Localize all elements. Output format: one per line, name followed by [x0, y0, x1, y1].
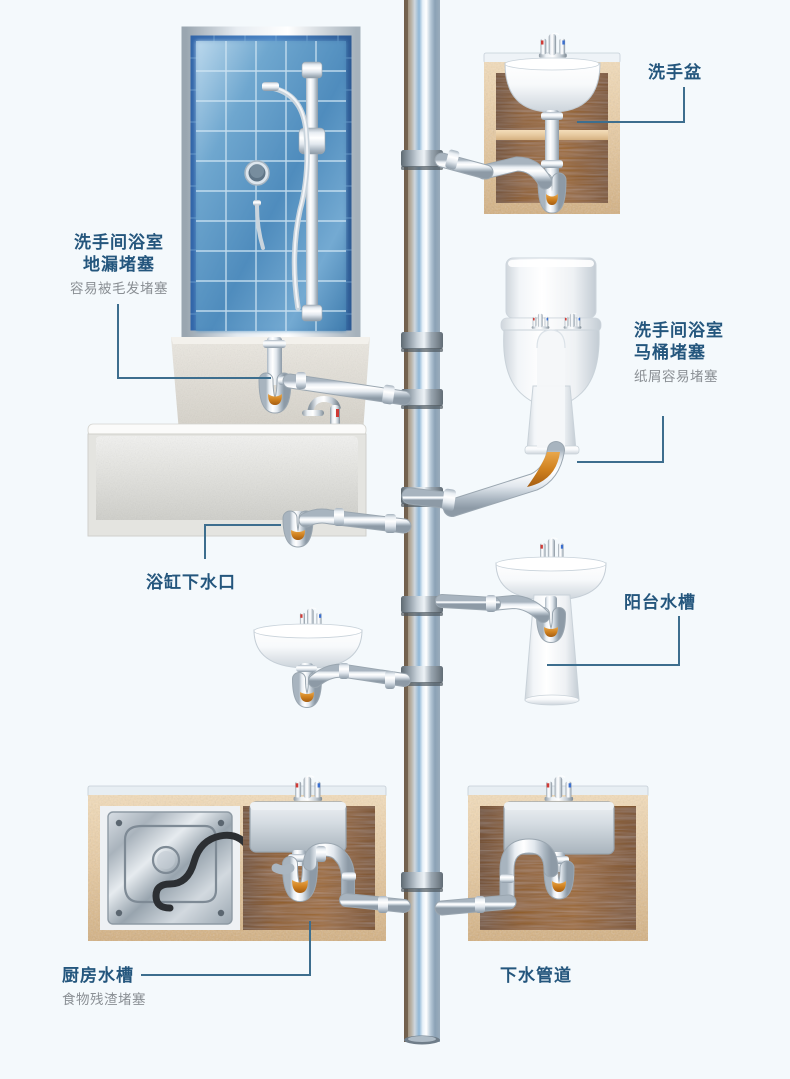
label-bathtub-drain: 浴缸下水口 — [146, 572, 236, 594]
pedestal-sink — [435, 537, 607, 706]
label-toilet-title-1: 洗手间浴室 — [634, 321, 724, 340]
label-shower-title-1: 洗手间浴室 — [74, 233, 164, 252]
label-toilet: 洗手间浴室 马桶堵塞 纸屑容易堵塞 — [634, 320, 724, 387]
label-wash-basin: 洗手盆 — [648, 62, 702, 84]
vanity-cabinet — [434, 32, 621, 214]
label-shower-title-2: 地漏堵塞 — [83, 255, 155, 274]
label-balcony-title: 阳台水槽 — [624, 593, 696, 612]
leader-toilet — [577, 416, 664, 463]
leader-kitchen — [141, 921, 311, 976]
wall-mounted-sink — [253, 607, 411, 709]
label-stack-title: 下水管道 — [500, 966, 572, 985]
label-toilet-subtitle: 纸屑容易堵塞 — [634, 369, 718, 384]
label-kitchen-title: 厨房水槽 — [62, 966, 134, 985]
bathtub — [87, 395, 412, 548]
shower-drain-fitting — [244, 160, 270, 250]
label-washbasin-title: 洗手盆 — [648, 63, 702, 82]
label-shower-subtitle: 容易被毛发堵塞 — [70, 281, 168, 296]
leader-bathtub — [204, 524, 281, 559]
kitchen-cabinet — [87, 775, 411, 941]
leader-balcony — [547, 616, 680, 666]
label-bathtub-title: 浴缸下水口 — [146, 573, 236, 592]
label-kitchen-subtitle: 食物残渣堵塞 — [62, 992, 146, 1007]
shower-enclosure — [171, 26, 370, 432]
label-toilet-title-2: 马桶堵塞 — [634, 343, 706, 362]
leader-shower — [117, 304, 271, 379]
label-balcony-sink: 阳台水槽 — [624, 592, 696, 614]
shower-head-assembly — [262, 61, 326, 322]
label-drain-pipe-stack: 下水管道 — [500, 965, 572, 987]
label-kitchen-sink: 厨房水槽 食物残渣堵塞 — [62, 965, 146, 1010]
balcony-cabinet — [434, 775, 649, 941]
shower-p-trap — [258, 337, 412, 414]
leader-lines — [117, 87, 685, 976]
leader-washbasin — [577, 87, 685, 123]
label-shower-floor-drain: 洗手间浴室 地漏堵塞 容易被毛发堵塞 — [34, 232, 204, 299]
toilet — [401, 257, 602, 517]
